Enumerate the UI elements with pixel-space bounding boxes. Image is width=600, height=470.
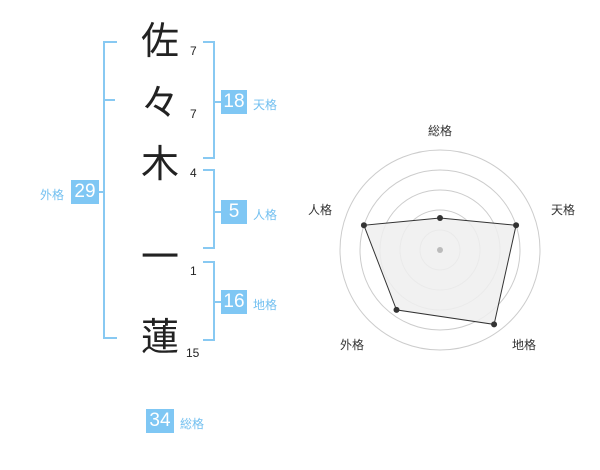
stroke-count-2: 7 [190, 107, 197, 121]
gaikaku-label: 外格 [40, 188, 65, 202]
radar-axis-label-tenkaku: 天格 [551, 203, 576, 217]
name-char-4: 一 [140, 235, 179, 279]
name-char-1: 佐 [140, 19, 179, 63]
radar-center-dot [437, 247, 443, 253]
soukaku-value: 34 [146, 409, 174, 433]
stroke-count-1: 7 [190, 44, 197, 58]
name-char-3: 木 [140, 142, 179, 186]
gaikaku-value: 29 [71, 180, 99, 204]
radar-point-5 [360, 222, 367, 229]
name-char-2: 々 [140, 81, 179, 125]
stroke-count-3: 4 [190, 166, 197, 180]
radar-axis-label-jinkaku: 人格 [308, 203, 333, 217]
radar-point-2 [513, 222, 520, 229]
radar-axis-label-gaikaku: 外格 [340, 338, 365, 352]
stroke-count-4: 1 [190, 264, 197, 278]
radar-axis-label-chikaku: 地格 [512, 338, 537, 352]
jinkaku-label: 人格 [253, 208, 278, 222]
radar-axis-label-soukaku: 総格 [428, 124, 453, 138]
radar-point-3 [491, 321, 498, 328]
tenkaku-value: 18 [221, 90, 247, 114]
name-char-5: 蓮 [140, 315, 179, 359]
soukaku-label: 総格 [180, 417, 205, 431]
radar-grid-ring-2 [359, 169, 521, 331]
chikaku-value: 16 [221, 290, 247, 314]
radar-polygon [363, 217, 517, 325]
radar-point-1 [437, 215, 443, 221]
radar-grid-ring-1 [339, 149, 541, 351]
stroke-count-5: 15 [186, 346, 200, 360]
jinkaku-value: 5 [221, 200, 247, 224]
tenkaku-label: 天格 [253, 98, 278, 112]
chikaku-label: 地格 [253, 298, 278, 312]
radar-point-4 [393, 306, 400, 313]
